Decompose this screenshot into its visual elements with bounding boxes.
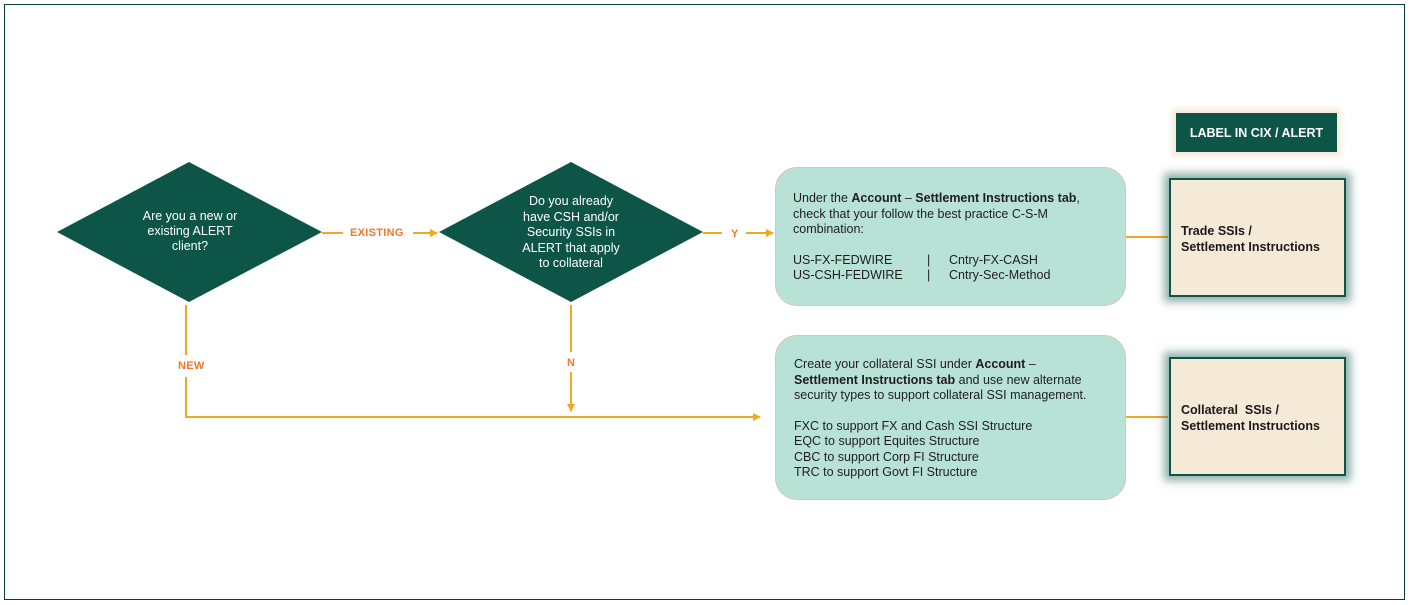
collateral-item: EQC to support Equites Structure [794,434,980,448]
edge-label-yes: Y [731,228,739,240]
collateral-item: FXC to support FX and Cash SSI Structure [794,418,1033,433]
best-practice-intro: Under the Account – Settlement Instructi… [793,191,1080,205]
connector-new-b [185,377,761,421]
trade-ssi-label-box: Trade SSIs / Settlement Instructions [1169,178,1346,297]
collateral-ssi-box: Create your collateral SSI under Account… [775,335,1126,500]
collateral-ssi-label-box: Collateral SSIs / Settlement Instruction… [1169,357,1346,476]
diagram-frame [4,4,1405,600]
decision-ssi-text: Do you already have CSH and/or Security … [522,194,620,270]
decision-diamond-ssi [439,162,703,302]
decision-client-text: Are you a new or existing ALERT client? [142,209,238,253]
edge-label-new: NEW [178,360,205,372]
edge-label-no: N [567,357,576,369]
csm-row: US-CSH-FEDWIRE | Cntry-Sec-Method [793,268,1051,282]
label-header: LABEL IN CIX / ALERT [1176,113,1337,152]
best-practice-box: Under the Account – Settlement Instructi… [775,167,1126,306]
collateral-item: TRC to support Govt FI Structure [794,465,978,479]
csm-row: US-FX-FEDWIRE | Cntry-FX-CASH [793,252,1038,267]
decision-diamond-client [57,162,322,302]
collateral-item: CBC to support Corp FI Structure [794,449,979,464]
edge-label-existing: EXISTING [350,227,404,239]
